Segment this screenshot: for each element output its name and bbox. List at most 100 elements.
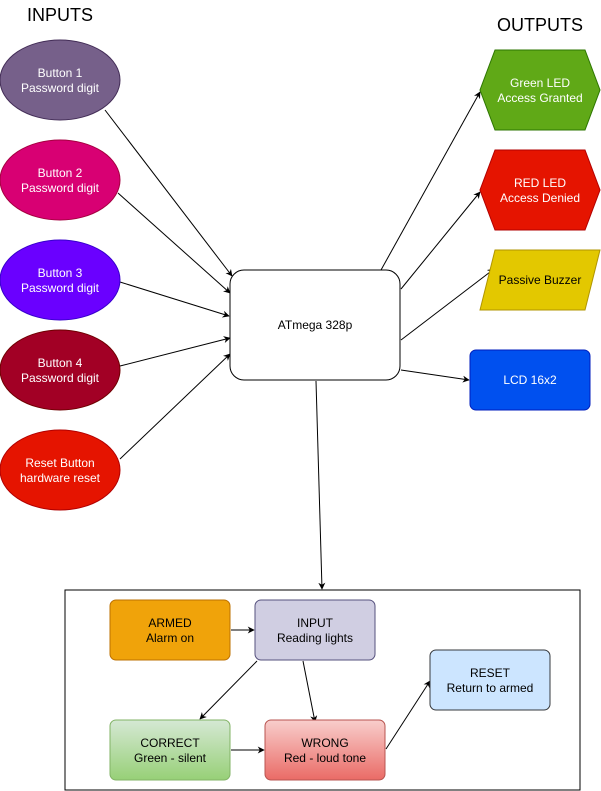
output-passive-buzzer: Passive Buzzer	[479, 249, 601, 311]
mcu-label: ATmega 328p	[278, 318, 353, 332]
input-button-4-subtitle: Password digit	[21, 371, 100, 385]
svg-text:WRONG: WRONG	[301, 736, 348, 750]
state-wrong-shape	[264, 719, 386, 781]
outputs-heading: OUTPUTS	[497, 15, 584, 35]
output-green-led-shape	[479, 49, 601, 131]
input-reset-button-shape	[0, 429, 121, 511]
output-passive-buzzer-shape	[479, 249, 601, 311]
state-reset-subtitle: Return to armed	[447, 681, 534, 695]
state-armed: ARMED Alarm on	[109, 599, 231, 661]
svg-text:RED LED: RED LED	[514, 176, 566, 190]
connectors	[104, 91, 495, 754]
inputs-heading: INPUTS	[27, 5, 94, 25]
svg-text:INPUT: INPUT	[297, 616, 334, 630]
state-correct-title: CORRECT	[140, 736, 200, 750]
input-button-2-subtitle: Password digit	[21, 181, 100, 195]
input-button-2-title: Button 2	[38, 166, 83, 180]
input-button-3-shape	[0, 239, 121, 321]
state-armed-subtitle: Alarm on	[146, 631, 194, 645]
input-button-4-shape	[0, 329, 121, 411]
svg-text:hardware reset: hardware reset	[20, 471, 101, 485]
state-input-subtitle: Reading lights	[277, 631, 353, 645]
state-reset-title: RESET	[470, 666, 511, 680]
arrow-mcu-to-state-machine	[315, 380, 326, 590]
svg-text:Red - loud tone: Red - loud tone	[284, 751, 366, 765]
state-armed-shape	[109, 599, 231, 661]
input-button-4-title: Button 4	[38, 356, 83, 370]
svg-text:Return to armed: Return to armed	[447, 681, 534, 695]
svg-text:Green LED: Green LED	[510, 76, 570, 90]
svg-text:Reset Button: Reset Button	[25, 456, 94, 470]
input-reset-button-title: Reset Button	[25, 456, 94, 470]
arrow-wrong-to-reset	[385, 680, 431, 750]
state-correct: CORRECT Green - silent	[109, 719, 231, 781]
state-input-shape	[254, 599, 376, 661]
svg-text:Button 1: Button 1	[38, 66, 83, 80]
state-wrong: WRONG Red - loud tone	[264, 719, 386, 781]
output-passive-buzzer-label: Passive Buzzer	[499, 273, 582, 287]
input-reset-button-subtitle: hardware reset	[20, 471, 101, 485]
state-armed-title: ARMED	[148, 616, 192, 630]
state-correct-subtitle: Green - silent	[134, 751, 207, 765]
state-machine-container	[64, 589, 581, 791]
svg-text:RESET: RESET	[470, 666, 511, 680]
state-input-title: INPUT	[297, 616, 334, 630]
svg-text:Password digit: Password digit	[21, 181, 100, 195]
svg-text:Button 3: Button 3	[38, 266, 83, 280]
state-reset: RESET Return to armed	[429, 649, 551, 711]
output-red-led-subtitle: Access Denied	[500, 191, 580, 205]
svg-text:Access Granted: Access Granted	[497, 91, 582, 105]
svg-text:Passive Buzzer: Passive Buzzer	[499, 273, 582, 287]
arrow-button2-to-mcu	[117, 192, 231, 294]
output-red-led-shape	[479, 149, 601, 231]
output-lcd: LCD 16x2	[469, 349, 591, 411]
output-lcd-label: LCD 16x2	[503, 373, 557, 387]
state-wrong-title: WRONG	[301, 736, 348, 750]
state-input: INPUT Reading lights	[254, 599, 376, 661]
arrow-button4-to-mcu	[119, 336, 231, 367]
svg-text:ATmega 328p: ATmega 328p	[278, 318, 353, 332]
arrow-input-to-correct	[199, 660, 258, 720]
output-red-led: RED LED Access Denied	[479, 149, 601, 231]
svg-text:Access Denied: Access Denied	[500, 191, 580, 205]
arrow-mcu-to-buzzer	[400, 268, 495, 341]
state-wrong-subtitle: Red - loud tone	[284, 751, 366, 765]
arrow-reset-button-to-mcu	[119, 353, 231, 460]
output-red-led-title: RED LED	[514, 176, 566, 190]
input-button-4: Button 4 Password digit	[0, 329, 121, 411]
svg-text:LCD 16x2: LCD 16x2	[503, 373, 557, 387]
svg-text:Reading lights: Reading lights	[277, 631, 353, 645]
input-button-1-title: Button 1	[38, 66, 83, 80]
output-green-led: Green LED Access Granted	[479, 49, 601, 131]
input-button-3-title: Button 3	[38, 266, 83, 280]
svg-text:CORRECT: CORRECT	[140, 736, 200, 750]
output-lcd-shape	[469, 349, 591, 411]
state-correct-shape	[109, 719, 231, 781]
svg-text:Button 4: Button 4	[38, 356, 83, 370]
arrow-mcu-to-red-led	[400, 191, 481, 290]
arrow-button1-to-mcu	[104, 109, 233, 277]
arrow-button3-to-mcu	[119, 281, 230, 318]
output-green-led-subtitle: Access Granted	[497, 91, 582, 105]
input-button-3-subtitle: Password digit	[21, 281, 100, 295]
mcu-shape	[229, 269, 401, 381]
svg-text:ARMED: ARMED	[148, 616, 192, 630]
input-button-1: Button 1 Password digit	[0, 39, 121, 121]
input-reset-button: Reset Button hardware reset	[0, 429, 121, 511]
svg-text:Password digit: Password digit	[21, 81, 100, 95]
svg-text:Password digit: Password digit	[21, 371, 100, 385]
svg-text:Green - silent: Green - silent	[134, 751, 207, 765]
input-button-1-subtitle: Password digit	[21, 81, 100, 95]
arrow-mcu-to-lcd	[400, 369, 470, 383]
svg-text:Alarm on: Alarm on	[146, 631, 194, 645]
output-green-led-title: Green LED	[510, 76, 570, 90]
input-button-2: Button 2 Password digit	[0, 139, 121, 221]
input-button-3: Button 3 Password digit	[0, 239, 121, 321]
svg-text:Button 2: Button 2	[38, 166, 83, 180]
state-reset-shape	[429, 649, 551, 711]
input-button-2-shape	[0, 139, 121, 221]
svg-text:Password digit: Password digit	[21, 281, 100, 295]
mcu-block: ATmega 328p	[229, 269, 401, 381]
arrow-mcu-to-green-led	[380, 91, 481, 271]
